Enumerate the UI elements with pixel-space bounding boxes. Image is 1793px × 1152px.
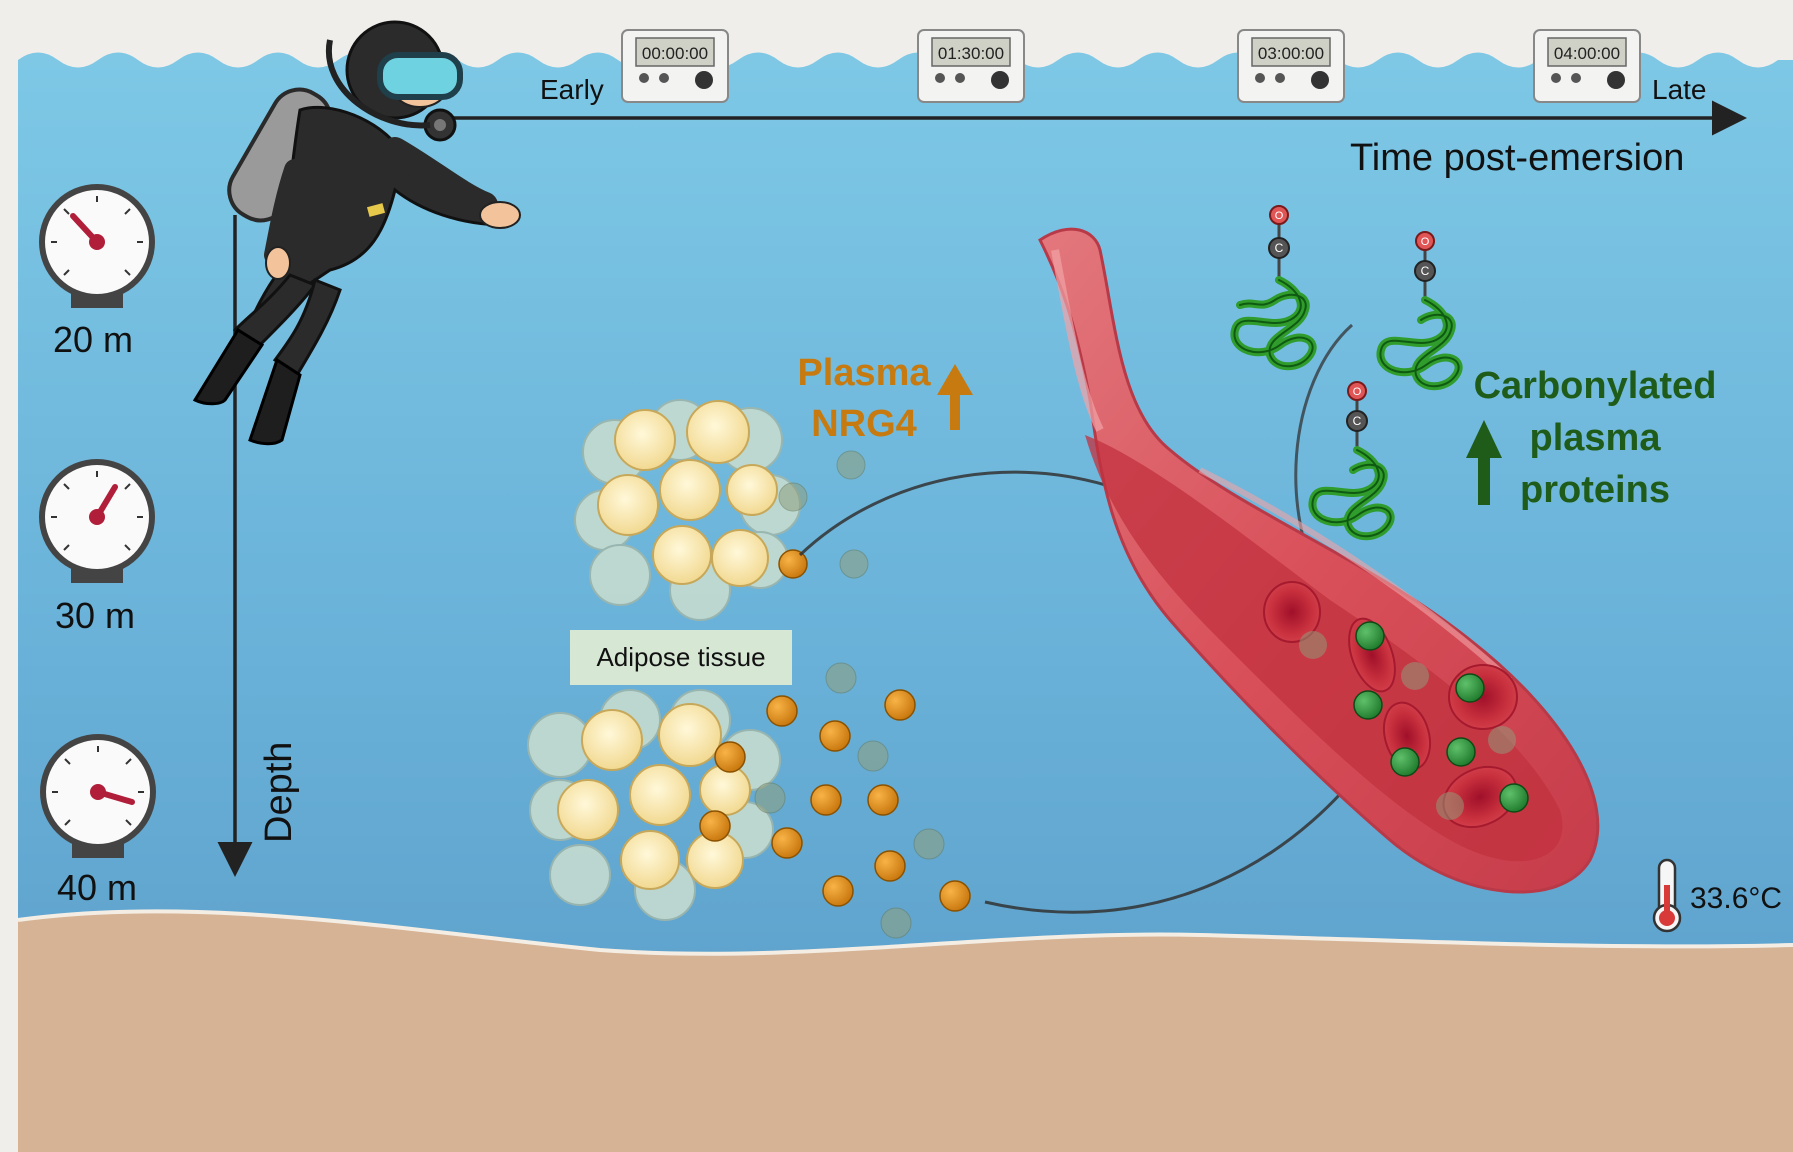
carbonyl-label-line2: plasma [1530,417,1662,459]
time-axis-label: Time post-emersion [1350,137,1684,179]
atom-c-label: C [1353,414,1362,428]
adipose-cluster-early [575,400,800,620]
timer-2: 03:00:00 [1238,30,1344,102]
timer-display: 01:30:00 [938,44,1004,63]
atom-o-label: O [1353,386,1362,398]
timer-display: 00:00:00 [642,44,708,63]
atom-c-label: C [1421,264,1430,278]
nrg4-label-line2: NRG4 [811,403,917,445]
adipose-label: Adipose tissue [596,642,765,672]
timer-display: 03:00:00 [1258,44,1324,63]
depth-axis-label: Depth [258,742,300,843]
atom-o-label: O [1421,236,1430,248]
timer-0: 00:00:00 [622,30,728,102]
gauge-30m-label: 30 m [55,595,135,636]
gauge-40m-label: 40 m [57,867,137,908]
carbonyl-label-line3: proteins [1520,469,1670,511]
temperature-label: 33.6°C [1690,882,1782,915]
carbonyl-label-line1: Carbonylated [1474,365,1717,407]
nrg4-label-line1: Plasma [797,352,931,394]
late-label: Late [1652,74,1707,105]
thermometer-icon [1654,860,1680,931]
timer-3: 04:00:00 [1534,30,1640,102]
gauge-20m-label: 20 m [53,319,133,360]
timer-display: 04:00:00 [1554,44,1620,63]
atom-o-label: O [1275,210,1284,222]
timer-1: 01:30:00 [918,30,1024,102]
early-label: Early [540,74,604,105]
atom-c-label: C [1275,241,1284,255]
